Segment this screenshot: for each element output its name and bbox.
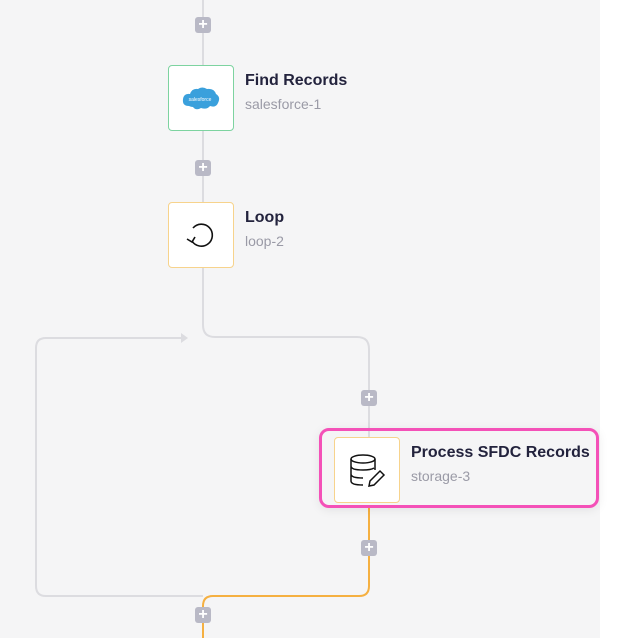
add-step-button[interactable]: +: [361, 540, 377, 556]
selection-highlight: [319, 428, 599, 508]
connectors: [35, 0, 370, 638]
svg-text:salesforce: salesforce: [189, 97, 212, 103]
loop-arrow-icon: [181, 333, 188, 343]
connector-active: [202, 505, 370, 638]
add-step-button[interactable]: +: [195, 607, 211, 623]
step-icon-box: [334, 437, 400, 503]
step-id: salesforce-1: [245, 96, 322, 112]
step-title: Process SFDC Records: [411, 444, 590, 461]
database-edit-icon: [350, 454, 386, 487]
salesforce-logo: salesforce: [182, 87, 220, 110]
step-title: Find Records: [245, 72, 348, 89]
step-find-records[interactable]: salesforce Find Records salesforce-1: [168, 65, 347, 131]
step-process-sfdc-records[interactable]: Process SFDC Records storage-3: [334, 437, 590, 503]
step-title: Loop: [245, 209, 285, 226]
step-icon-box: [168, 202, 234, 268]
add-step-button[interactable]: +: [361, 390, 377, 406]
step-loop[interactable]: Loop loop-2: [168, 202, 284, 268]
step-id: storage-3: [411, 468, 471, 484]
loop-icon: [186, 223, 214, 247]
step-icon-box: salesforce: [168, 65, 234, 131]
add-step-button[interactable]: +: [195, 17, 211, 33]
connector-main: [202, 0, 370, 437]
step-id: loop-2: [245, 233, 284, 249]
connector-loop-back: [35, 337, 203, 597]
add-step-button[interactable]: +: [195, 160, 211, 176]
